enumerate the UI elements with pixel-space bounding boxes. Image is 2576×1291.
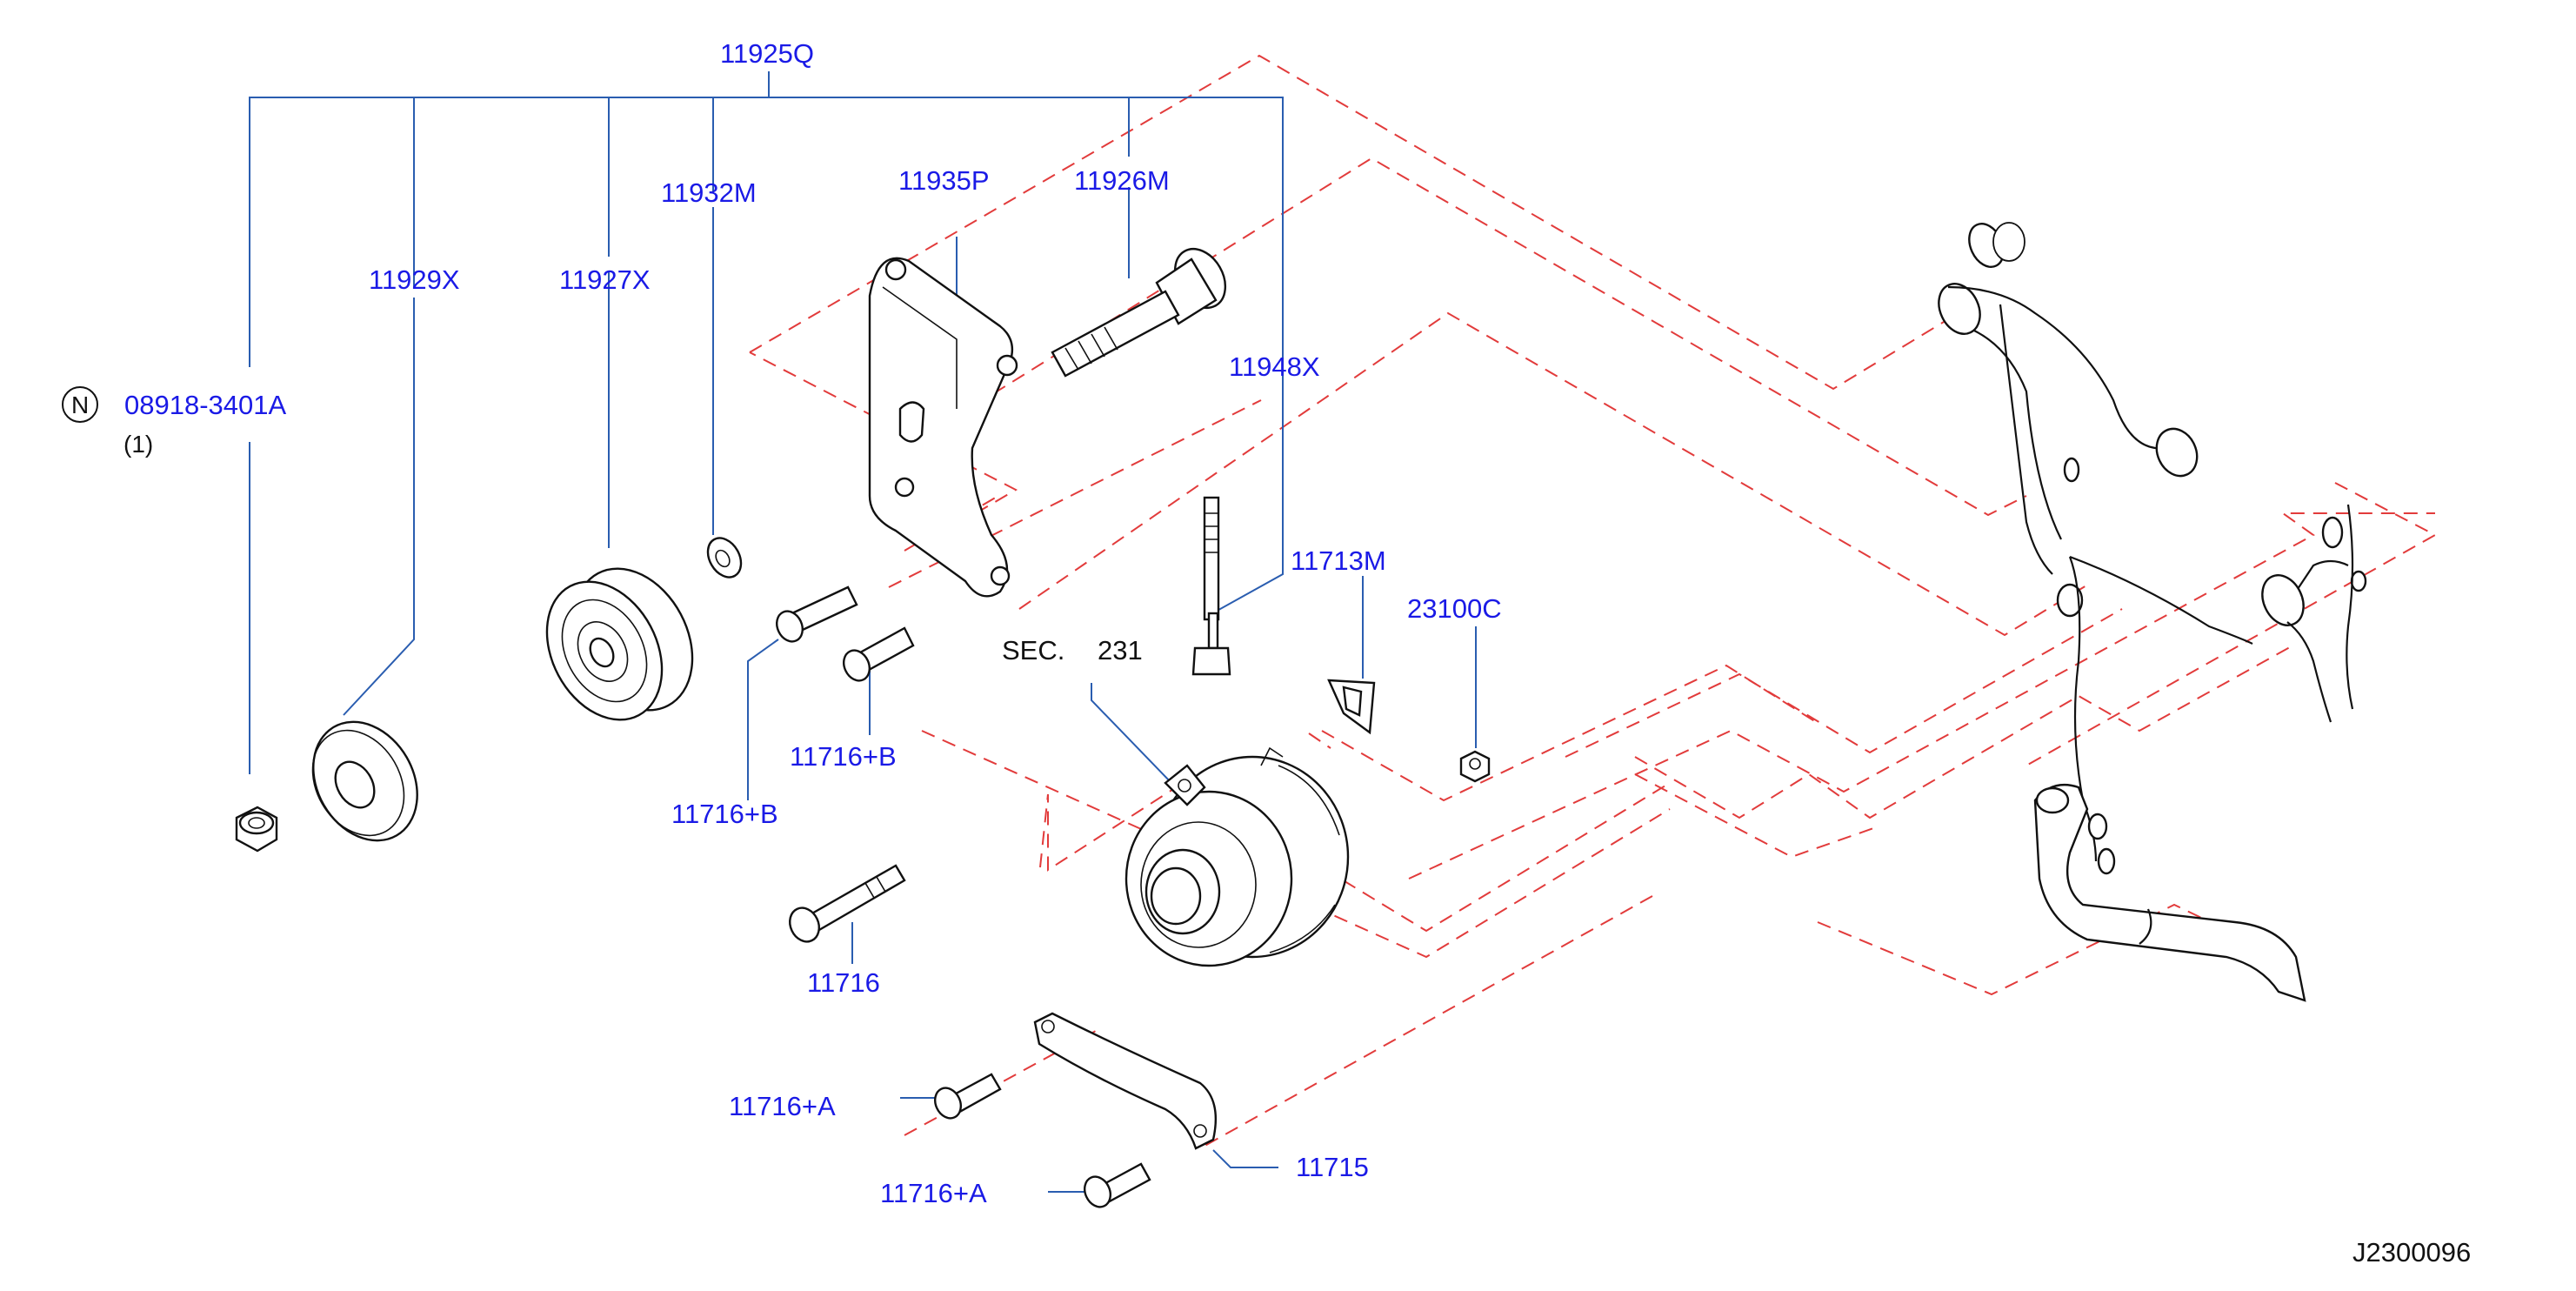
stud-drawing [1191,496,1231,676]
insulator-drawing [1327,679,1376,735]
leader-lines [249,71,1477,1193]
engine-frame-drawing [1938,222,2367,1002]
bolt-a-lower-drawing [1084,1162,1151,1208]
bolt-b-lower-drawing [843,626,915,682]
section-number: 231 [1098,635,1143,666]
diagram-id: J2300096 [2352,1237,2471,1268]
label-insulator: 11713M [1291,545,1386,576]
bracket-drawing [868,257,1018,598]
label-bracket: 11935P [898,165,990,196]
long-bolt-drawing [1051,248,1227,378]
pulley-drawing [545,567,694,721]
section-reference: SEC. 231 [1002,635,1143,666]
label-bolt-a-lower: 11716+A [880,1178,987,1208]
labels: 11925Q 11926M 11935P 11932M 11927X 11929… [62,38,2471,1268]
bolt-a-upper-drawing [934,1073,1002,1120]
label-cover: 11929X [369,264,460,295]
bolt-long-drawing [789,864,906,943]
label-pulley: 11927X [559,264,651,295]
label-adjust-bar: 11715 [1296,1152,1369,1182]
label-washer: 11932M [661,177,757,208]
nut-drawing [235,806,278,853]
nut-23100c-drawing [1459,750,1491,783]
washer-drawing [706,537,743,579]
label-bolt: 11926M [1074,165,1170,196]
label-nut: 23100C [1407,593,1502,624]
adjust-bar-drawing [1033,1012,1217,1150]
cover-drawing [311,720,418,842]
label-bolt-b-lower: 11716+B [790,741,897,772]
alternator-drawing [1124,746,1350,967]
label-bolt-b-upper: 11716+B [671,799,778,829]
note-quantity: (1) [123,431,153,458]
section-prefix: SEC. [1002,635,1064,666]
phantom-lines [749,54,2438,1149]
label-stud: 11948X [1229,351,1320,382]
note-callout: N 08918-3401A (1) [62,386,286,458]
label-bolt-long: 11716 [807,967,880,998]
note-circle-icon [62,386,98,423]
note-part-number: 08918-3401A [124,390,286,420]
label-bolt-a-upper: 11716+A [729,1091,836,1121]
note-symbol: N [71,391,89,418]
bolt-b-upper-drawing [776,585,858,643]
label-kit: 11925Q [720,38,814,69]
